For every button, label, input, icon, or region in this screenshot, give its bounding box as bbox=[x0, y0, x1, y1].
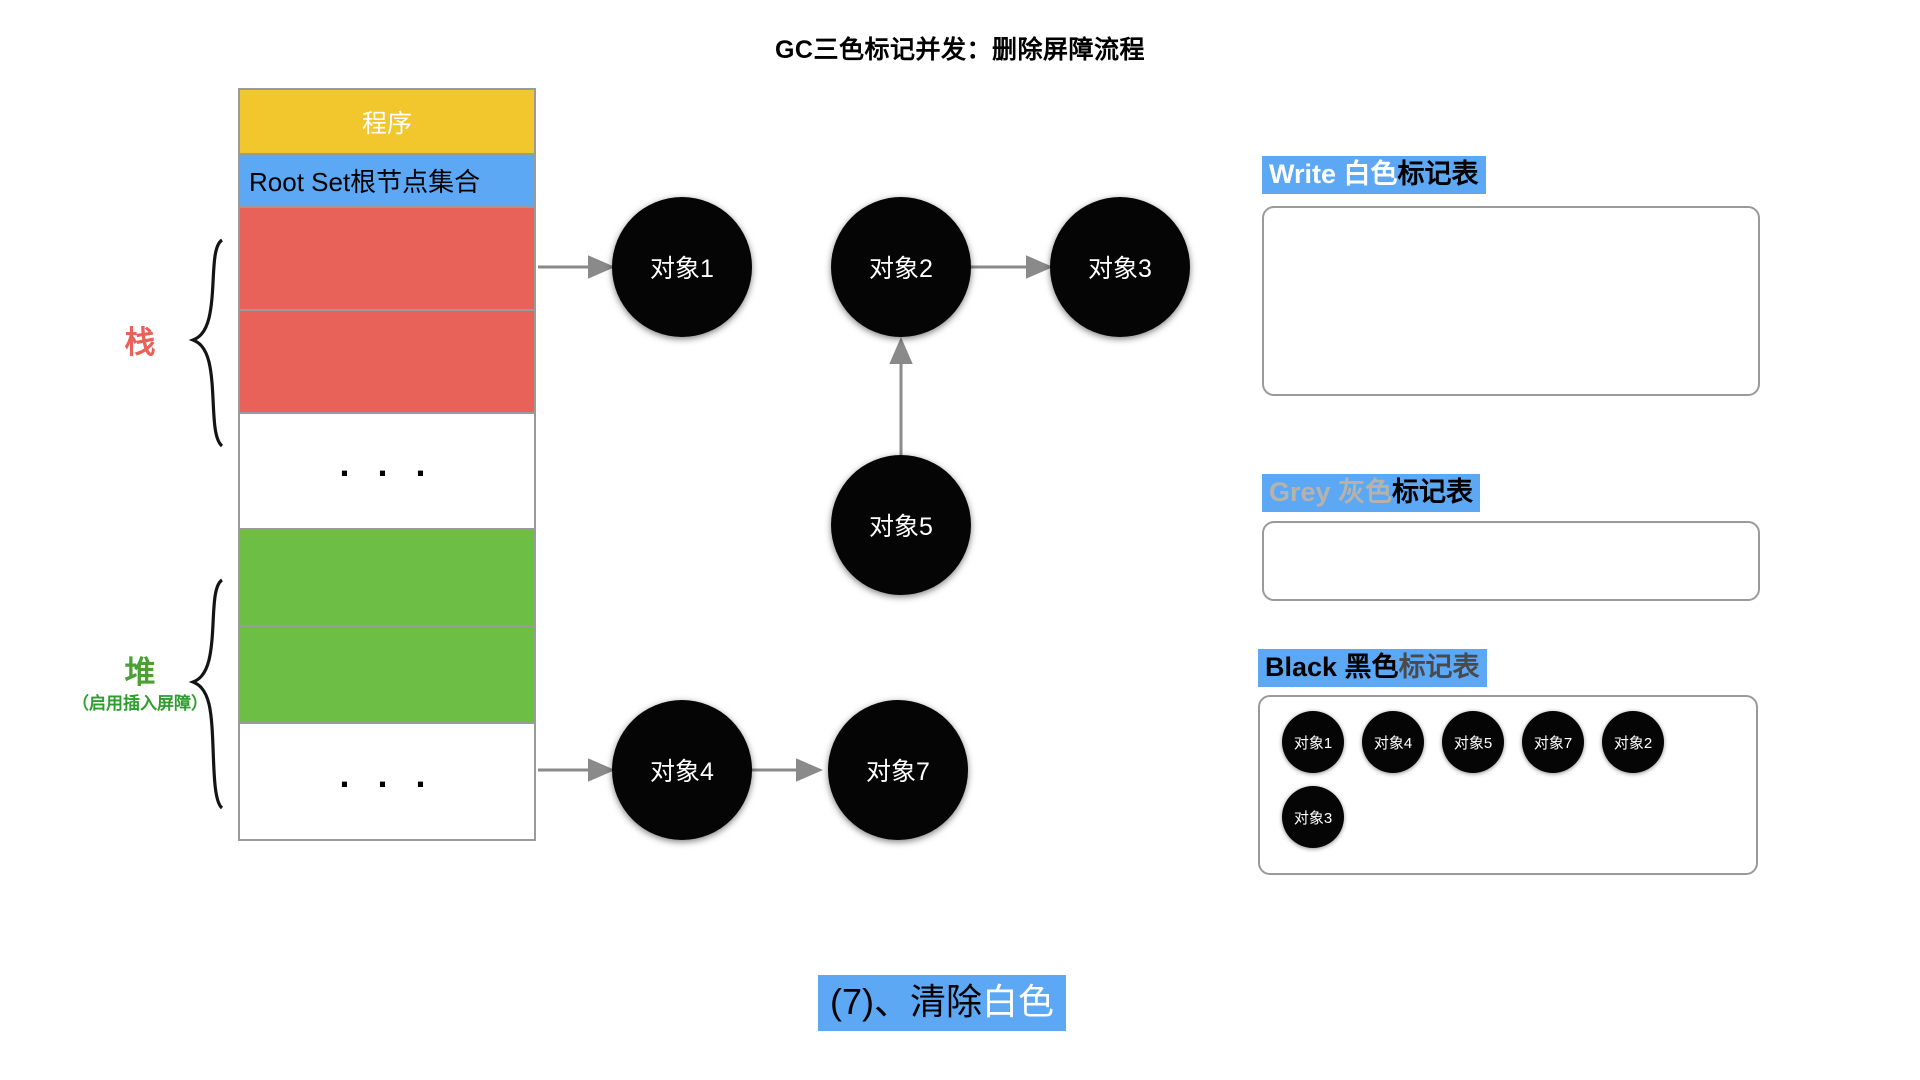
black-table-title-cn: 标记表 bbox=[1398, 652, 1480, 682]
black-chip[interactable]: 对象7 bbox=[1522, 711, 1584, 773]
memory-cell-stack-ellipsis: . . . bbox=[238, 414, 536, 530]
memory-cell-rootset-label: Root Set根节点集合 bbox=[249, 167, 481, 197]
black-table-box[interactable]: 对象1 对象4 对象5 对象7 对象2 对象3 bbox=[1258, 695, 1758, 875]
black-chip-label: 对象3 bbox=[1293, 809, 1333, 827]
heap-region-sublabel: （启用插入屏障） bbox=[72, 693, 208, 713]
black-chip[interactable]: 对象4 bbox=[1362, 711, 1424, 773]
object-node-obj7-label: 对象7 bbox=[866, 758, 930, 786]
black-chip-label: 对象4 bbox=[1373, 734, 1413, 752]
black-chip-label: 对象2 bbox=[1613, 734, 1653, 752]
write-table-title-cn: 标记表 bbox=[1397, 159, 1479, 189]
object-node-obj5[interactable]: 对象5 bbox=[831, 455, 971, 595]
grey-table-box[interactable] bbox=[1262, 521, 1760, 601]
heap-region-label: 堆 （启用插入屏障） bbox=[30, 655, 250, 713]
black-table-row-1: 对象1 对象4 对象5 对象7 对象2 bbox=[1282, 711, 1756, 773]
object-node-obj4-label: 对象4 bbox=[650, 758, 714, 786]
memory-column: 程序 Root Set根节点集合 . . . . . . bbox=[238, 88, 536, 841]
black-chip[interactable]: 对象5 bbox=[1442, 711, 1504, 773]
grey-table-title: Grey 灰色标记表 bbox=[1262, 474, 1481, 513]
object-node-obj2[interactable]: 对象2 bbox=[831, 197, 971, 337]
memory-cell-stack-ellipsis-label: . . . bbox=[339, 443, 435, 484]
object-node-obj3[interactable]: 对象3 bbox=[1050, 197, 1190, 337]
memory-cell-program-label: 程序 bbox=[361, 109, 412, 138]
write-table-title: Write 白色标记表 bbox=[1262, 156, 1486, 195]
black-table-title: Black 黑色标记表 bbox=[1258, 649, 1487, 688]
memory-cell-program[interactable]: 程序 bbox=[238, 88, 536, 155]
object-node-obj1[interactable]: 对象1 bbox=[612, 197, 752, 337]
write-table-title-en: Write 白色 bbox=[1269, 159, 1398, 189]
step-caption-highlight: 白色 bbox=[982, 981, 1055, 1022]
object-node-obj3-label: 对象3 bbox=[1088, 255, 1152, 283]
black-table-row-2: 对象3 bbox=[1282, 786, 1756, 848]
memory-cell-heap-ellipsis: . . . bbox=[238, 724, 536, 841]
black-chip[interactable]: 对象3 bbox=[1282, 786, 1344, 848]
black-chip-label: 对象1 bbox=[1293, 734, 1333, 752]
black-chip[interactable]: 对象2 bbox=[1602, 711, 1664, 773]
step-caption: (7)、清除白色 bbox=[818, 975, 1067, 1032]
memory-cell-heap-1[interactable] bbox=[238, 530, 536, 627]
heap-region-label-text: 堆 bbox=[124, 655, 156, 690]
object-node-obj4[interactable]: 对象4 bbox=[612, 700, 752, 840]
memory-cell-stack-2[interactable] bbox=[238, 311, 536, 414]
stack-region-label: 栈 bbox=[60, 325, 220, 361]
object-node-obj2-label: 对象2 bbox=[869, 255, 933, 283]
object-node-obj5-label: 对象5 bbox=[869, 513, 933, 541]
black-chip-label: 对象5 bbox=[1453, 734, 1493, 752]
stack-region-label-text: 栈 bbox=[124, 325, 156, 360]
memory-cell-heap-2[interactable] bbox=[238, 627, 536, 724]
black-table-title-en: Black 黑色 bbox=[1265, 652, 1399, 682]
step-caption-prefix: (7)、清除 bbox=[830, 981, 982, 1022]
memory-cell-stack-1[interactable] bbox=[238, 208, 536, 311]
page-title: GC三色标记并发：删除屏障流程 bbox=[774, 36, 1145, 64]
grey-table-title-cn: 标记表 bbox=[1392, 477, 1474, 507]
grey-table-title-en: Grey 灰色 bbox=[1269, 477, 1393, 507]
black-chip[interactable]: 对象1 bbox=[1282, 711, 1344, 773]
memory-cell-heap-ellipsis-label: . . . bbox=[339, 753, 435, 795]
black-chip-label: 对象7 bbox=[1533, 734, 1573, 752]
memory-cell-rootset[interactable]: Root Set根节点集合 bbox=[238, 155, 536, 208]
object-node-obj7[interactable]: 对象7 bbox=[828, 700, 968, 840]
object-node-obj1-label: 对象1 bbox=[650, 255, 714, 283]
write-table-box[interactable] bbox=[1262, 206, 1760, 396]
